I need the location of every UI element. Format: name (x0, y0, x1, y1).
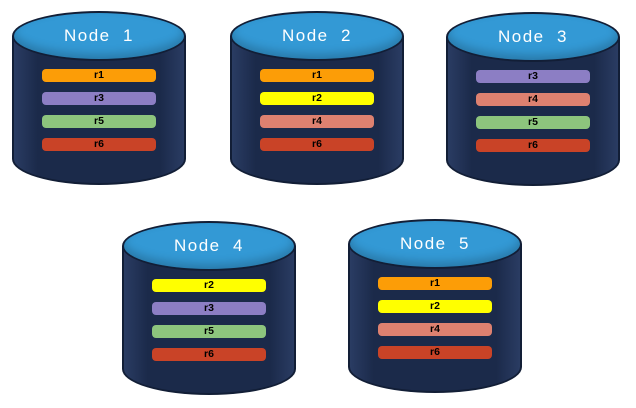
replica-bar: r6 (260, 138, 374, 151)
replica-bar: r1 (42, 69, 156, 82)
replica-list: r3 r4 r5 r6 (476, 70, 590, 162)
replica-bar: r5 (42, 115, 156, 128)
database-node: Node 5 r1 r2 r4 r6 (348, 219, 522, 393)
replica-list: r1 r2 r4 r6 (378, 277, 492, 369)
cylinder-top-icon (122, 221, 296, 271)
cylinder-top-icon (230, 11, 404, 61)
node-title: Node 3 (497, 27, 569, 46)
database-node: Node 2 r1 r2 r4 r6 (230, 11, 404, 185)
cylinder-top-icon (446, 12, 620, 62)
replica-bar: r5 (152, 325, 266, 338)
replica-bar: r1 (260, 69, 374, 82)
replica-bar: r2 (152, 279, 266, 292)
cylinder-top-icon (12, 11, 186, 61)
cylinder-top-icon (348, 219, 522, 269)
replica-bar: r3 (152, 302, 266, 315)
node-title: Node 5 (399, 234, 471, 253)
replica-bar: r6 (476, 139, 590, 152)
replica-bar: r3 (42, 92, 156, 105)
replica-bar: r6 (42, 138, 156, 151)
replica-bar: r5 (476, 116, 590, 129)
node-title: Node 1 (63, 26, 135, 45)
replica-list: r1 r3 r5 r6 (42, 69, 156, 161)
replica-bar: r4 (260, 115, 374, 128)
replica-bar: r1 (378, 277, 492, 290)
database-node: Node 1 r1 r3 r5 r6 (12, 11, 186, 185)
replica-bar: r6 (152, 348, 266, 361)
replica-bar: r6 (378, 346, 492, 359)
replica-list: r1 r2 r4 r6 (260, 69, 374, 161)
replica-bar: r2 (260, 92, 374, 105)
node-title: Node 4 (173, 236, 245, 255)
replica-list: r2 r3 r5 r6 (152, 279, 266, 371)
replica-bar: r2 (378, 300, 492, 313)
replica-bar: r3 (476, 70, 590, 83)
replica-bar: r4 (476, 93, 590, 106)
database-node: Node 4 r2 r3 r5 r6 (122, 221, 296, 395)
node-title: Node 2 (281, 26, 353, 45)
database-node: Node 3 r3 r4 r5 r6 (446, 12, 620, 186)
replica-bar: r4 (378, 323, 492, 336)
